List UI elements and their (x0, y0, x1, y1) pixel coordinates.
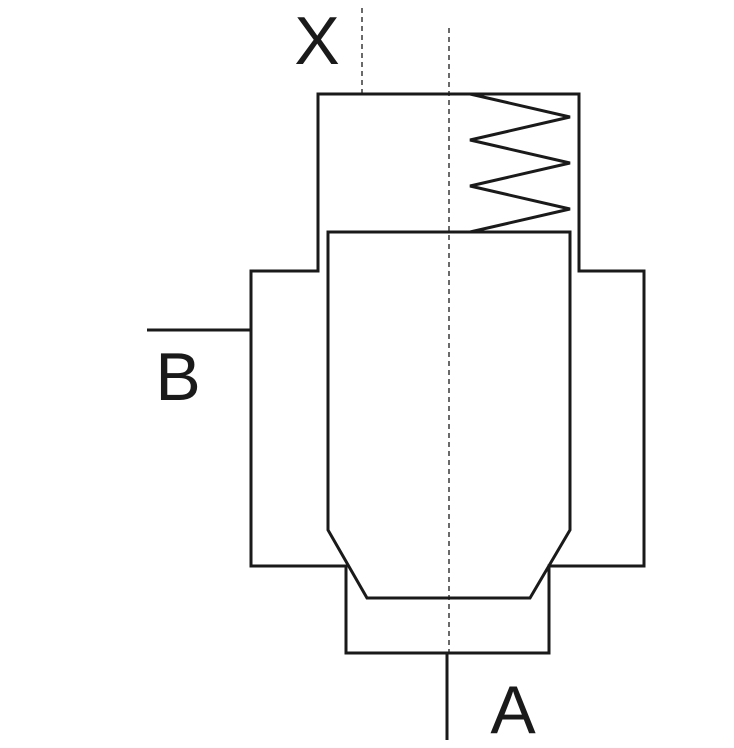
port-b-label: B (155, 339, 200, 415)
poppet (326, 230, 572, 600)
port-x-label: X (294, 3, 339, 79)
port-a-label: A (490, 672, 536, 748)
spring (469, 92, 571, 234)
valve-housing (249, 92, 646, 655)
